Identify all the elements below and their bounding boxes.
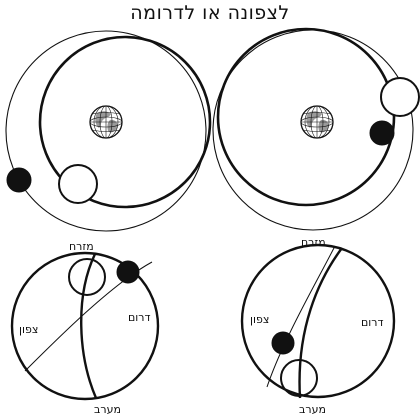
earth-globe-icon [301,106,333,138]
label-west: מערב [94,403,121,416]
label-west: מערב [299,403,326,416]
moon-disk-white [59,165,97,203]
moon-path-thick [300,248,342,398]
orbit-diagram-right [213,29,419,230]
label-north: צפון [19,323,38,336]
label-south: דרום [128,311,151,324]
sun-disk-black [370,121,394,145]
earth-globe-icon [90,106,122,138]
label-north: צפון [250,313,269,326]
sky-dome-right: מזרח צפון דרום מערב [242,236,394,416]
label-east: מזרח [301,236,326,249]
sun-disk-black [272,332,294,354]
moon-path-thick [81,254,96,398]
sky-dome-left: מזרח צפון דרום מערב [12,240,158,416]
label-east: מזרח [69,240,94,253]
sun-disk-black [7,168,31,192]
orbit-diagram-left [6,31,210,231]
label-south: דרום [361,316,384,329]
sun-disk-black [117,261,139,283]
moon-disk-white [381,78,419,116]
